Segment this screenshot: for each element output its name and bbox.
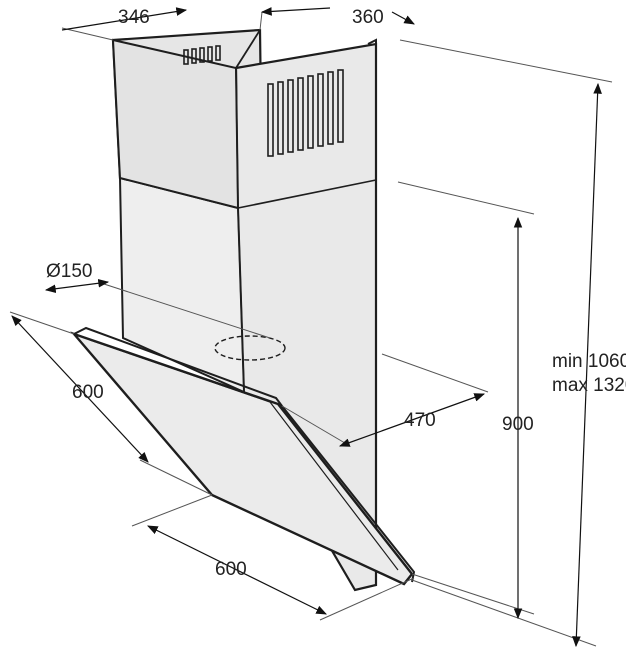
dim-canopy-width-label: 600 bbox=[215, 559, 247, 580]
dim-346-line bbox=[61, 7, 188, 31]
extension-lines bbox=[9, 11, 613, 647]
vent-slots-icon bbox=[267, 69, 344, 157]
chimney-seam bbox=[237, 179, 377, 209]
vent-slots-icon bbox=[183, 45, 221, 65]
dim-600-left bbox=[11, 315, 149, 463]
dim-360-line bbox=[391, 11, 415, 25]
dim-duct-diameter-label: Ø150 bbox=[46, 261, 93, 282]
dim-470-line bbox=[338, 393, 486, 447]
dim-chimney-depth-label: 360 bbox=[352, 7, 384, 28]
duct-circle-icon bbox=[214, 335, 286, 361]
dimension-lines bbox=[11, 7, 602, 648]
canopy-bevel bbox=[89, 339, 399, 571]
dim-total-line bbox=[572, 82, 602, 648]
dim-body-height-label: 900 bbox=[502, 414, 534, 435]
dim-total-height-max: max 1320 bbox=[552, 375, 626, 396]
dim-150-line bbox=[44, 278, 110, 294]
dim-wall-offset-label: 470 bbox=[404, 410, 436, 431]
dim-chimney-width-label: 346 bbox=[118, 7, 150, 28]
dim-canopy-depth-label: 600 bbox=[72, 382, 104, 403]
dim-600-bottom bbox=[147, 525, 327, 615]
dim-360-line-b bbox=[260, 7, 331, 16]
dim-total-height-min: min 1060 bbox=[552, 351, 626, 372]
dim-total-height-label: min 1060 max 1320 bbox=[552, 350, 626, 398]
canopy-panel bbox=[70, 331, 414, 586]
